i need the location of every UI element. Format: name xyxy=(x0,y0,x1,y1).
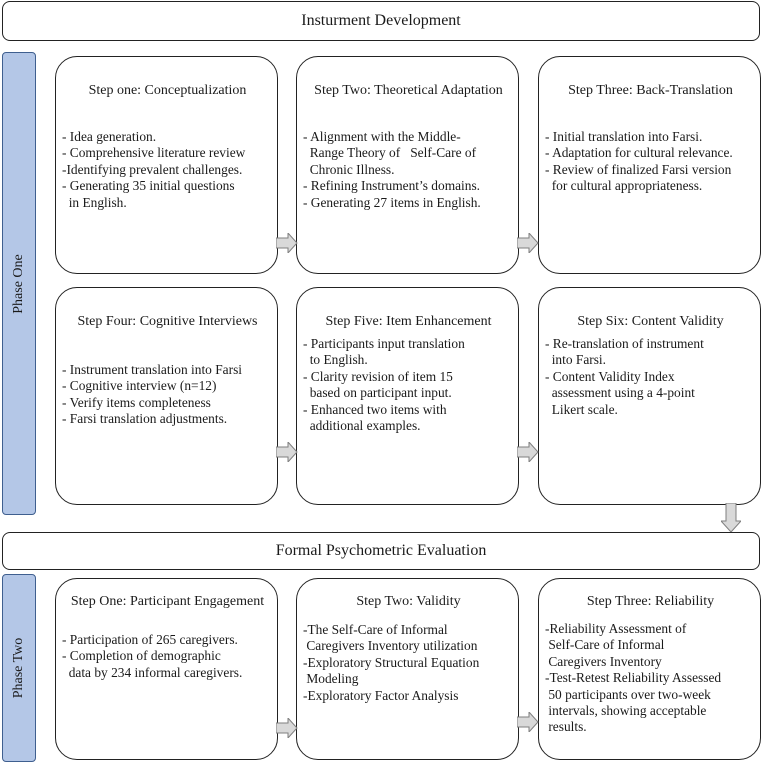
step-title: Step Five: Item Enhancement xyxy=(325,314,492,329)
list-item: - Review of finalized Farsi version xyxy=(545,161,732,177)
list-item: -Reliability Assessment of xyxy=(545,621,687,636)
step-title: Step Three: Reliability xyxy=(586,594,715,609)
list-item: - Adaptation for cultural relevance. xyxy=(545,145,733,161)
arrow-right-icon xyxy=(276,442,298,462)
list-item: -Exploratory Structural Equation xyxy=(303,654,480,670)
list-item: 50 participants over two-week xyxy=(545,686,711,702)
list-item: -Test-Retest Reliability Assessed xyxy=(545,670,722,686)
list-item: to English. xyxy=(303,352,368,368)
step-title: Step One: Participant Engagement xyxy=(70,594,265,609)
list-item: - Generating 27 items in English. xyxy=(303,194,481,210)
list-item: Range Theory of Self-Care of xyxy=(303,145,477,161)
step-item-enhancement: Step Five: Item Enhancement - Participan… xyxy=(296,287,519,505)
list-item: - Farsi translation adjustments. xyxy=(62,411,228,427)
arrow-right-icon xyxy=(517,233,539,253)
list-item: Modeling xyxy=(303,671,359,687)
step-title: Step one: Conceptualization xyxy=(88,83,247,98)
list-item: - Cognitive interview (n=12) xyxy=(62,378,217,394)
list-item: intervals, showing acceptable xyxy=(545,703,707,719)
step-items: - Participation of 265 caregivers. - Com… xyxy=(62,632,271,681)
list-item: - Enhanced two items with xyxy=(303,401,447,417)
phase-one-label: Phase One xyxy=(11,253,26,314)
list-item: based on participant input. xyxy=(303,385,452,401)
step-title: Step Three: Back-Translation xyxy=(568,83,733,98)
arrow-down-icon xyxy=(721,503,741,533)
list-item: - Alignment with the Middle- xyxy=(303,129,461,144)
list-item: - Verify items completeness xyxy=(62,394,211,410)
list-item: - Idea generation. xyxy=(62,129,157,144)
step-validity: Step Two: Validity -The Self-Care of Inf… xyxy=(296,578,519,760)
step-title: Step Four: Cognitive Interviews xyxy=(77,314,258,329)
step-items: -Reliability Assessment of Self-Care of … xyxy=(545,621,754,736)
list-item: in English. xyxy=(62,194,127,210)
phase-one-bar: Phase One xyxy=(2,52,36,515)
list-item: - Instrument translation into Farsi xyxy=(62,362,243,377)
list-item: - Content Validity Index xyxy=(545,368,675,384)
header-instrument-development: Insturment Development xyxy=(2,1,760,41)
step-items: - Instrument translation into Farsi - Co… xyxy=(62,362,271,428)
step-items: - Idea generation. - Comprehensive liter… xyxy=(62,129,271,211)
list-item: into Farsi. xyxy=(545,352,607,368)
step-cognitive-interviews: Step Four: Cognitive Interviews - Instru… xyxy=(55,287,278,505)
list-item: results. xyxy=(545,719,587,735)
list-item: data by 234 informal caregivers. xyxy=(62,664,243,680)
list-item: Likert scale. xyxy=(545,401,618,417)
step-title: Step Six: Content Validity xyxy=(577,314,724,329)
list-item: - Refining Instrument’s domains. xyxy=(303,178,481,194)
list-item: - Initial translation into Farsi. xyxy=(545,129,703,144)
step-items: -The Self-Care of Informal Caregivers In… xyxy=(303,622,512,704)
phase-two-bar: Phase Two xyxy=(2,574,36,762)
list-item: - Clarity revision of item 15 xyxy=(303,368,453,384)
step-back-translation: Step Three: Back-Translation - Initial t… xyxy=(538,56,761,274)
header-instrument-development-text: Insturment Development xyxy=(301,12,461,29)
step-participant-engagement: Step One: Participant Engagement - Parti… xyxy=(55,578,278,760)
step-conceptualization: Step one: Conceptualization - Idea gener… xyxy=(55,56,278,274)
list-item: - Participants input translation xyxy=(303,336,465,351)
list-item: Self-Care of Informal xyxy=(545,637,665,653)
list-item: - Completion of demographic xyxy=(62,648,221,664)
list-item: assessment using a 4-point xyxy=(545,385,695,401)
list-item: - Generating 35 initial questions xyxy=(62,178,235,194)
list-item: -The Self-Care of Informal xyxy=(303,622,448,637)
step-reliability: Step Three: Reliability -Reliability Ass… xyxy=(538,578,761,760)
header-formal-psychometric-evaluation-text: Formal Psychometric Evaluation xyxy=(275,542,487,559)
list-item: Chronic Illness. xyxy=(303,161,395,177)
list-item: - Re-translation of instrument xyxy=(545,336,704,351)
step-title: Step Two: Validity xyxy=(356,594,461,609)
step-items: - Initial translation into Farsi. - Adap… xyxy=(545,129,754,195)
arrow-right-icon xyxy=(517,442,539,462)
list-item: -Exploratory Factor Analysis xyxy=(303,687,459,703)
step-theoretical-adaptation: Step Two: Theoretical Adaptation - Align… xyxy=(296,56,519,274)
arrow-right-icon xyxy=(276,233,298,253)
step-items: - Re-translation of instrument into Fars… xyxy=(545,336,754,418)
list-item: for cultural appropriateness. xyxy=(545,178,703,194)
header-formal-psychometric-evaluation: Formal Psychometric Evaluation xyxy=(2,532,760,570)
step-items: - Participants input translation to Engl… xyxy=(303,336,512,434)
list-item: Caregivers Inventory xyxy=(545,653,662,669)
list-item: -Identifying prevalent challenges. xyxy=(62,161,243,177)
phase-two-label: Phase Two xyxy=(11,637,26,699)
list-item: - Participation of 265 caregivers. xyxy=(62,632,238,647)
list-item: - Comprehensive literature review xyxy=(62,145,246,161)
list-item: additional examples. xyxy=(303,418,421,434)
list-item: Caregivers Inventory utilization xyxy=(303,638,478,654)
step-title: Step Two: Theoretical Adaptation xyxy=(314,83,503,98)
step-items: - Alignment with the Middle- Range Theor… xyxy=(303,129,512,211)
arrow-right-icon xyxy=(517,712,539,732)
step-content-validity: Step Six: Content Validity - Re-translat… xyxy=(538,287,761,505)
arrow-right-icon xyxy=(276,718,298,738)
